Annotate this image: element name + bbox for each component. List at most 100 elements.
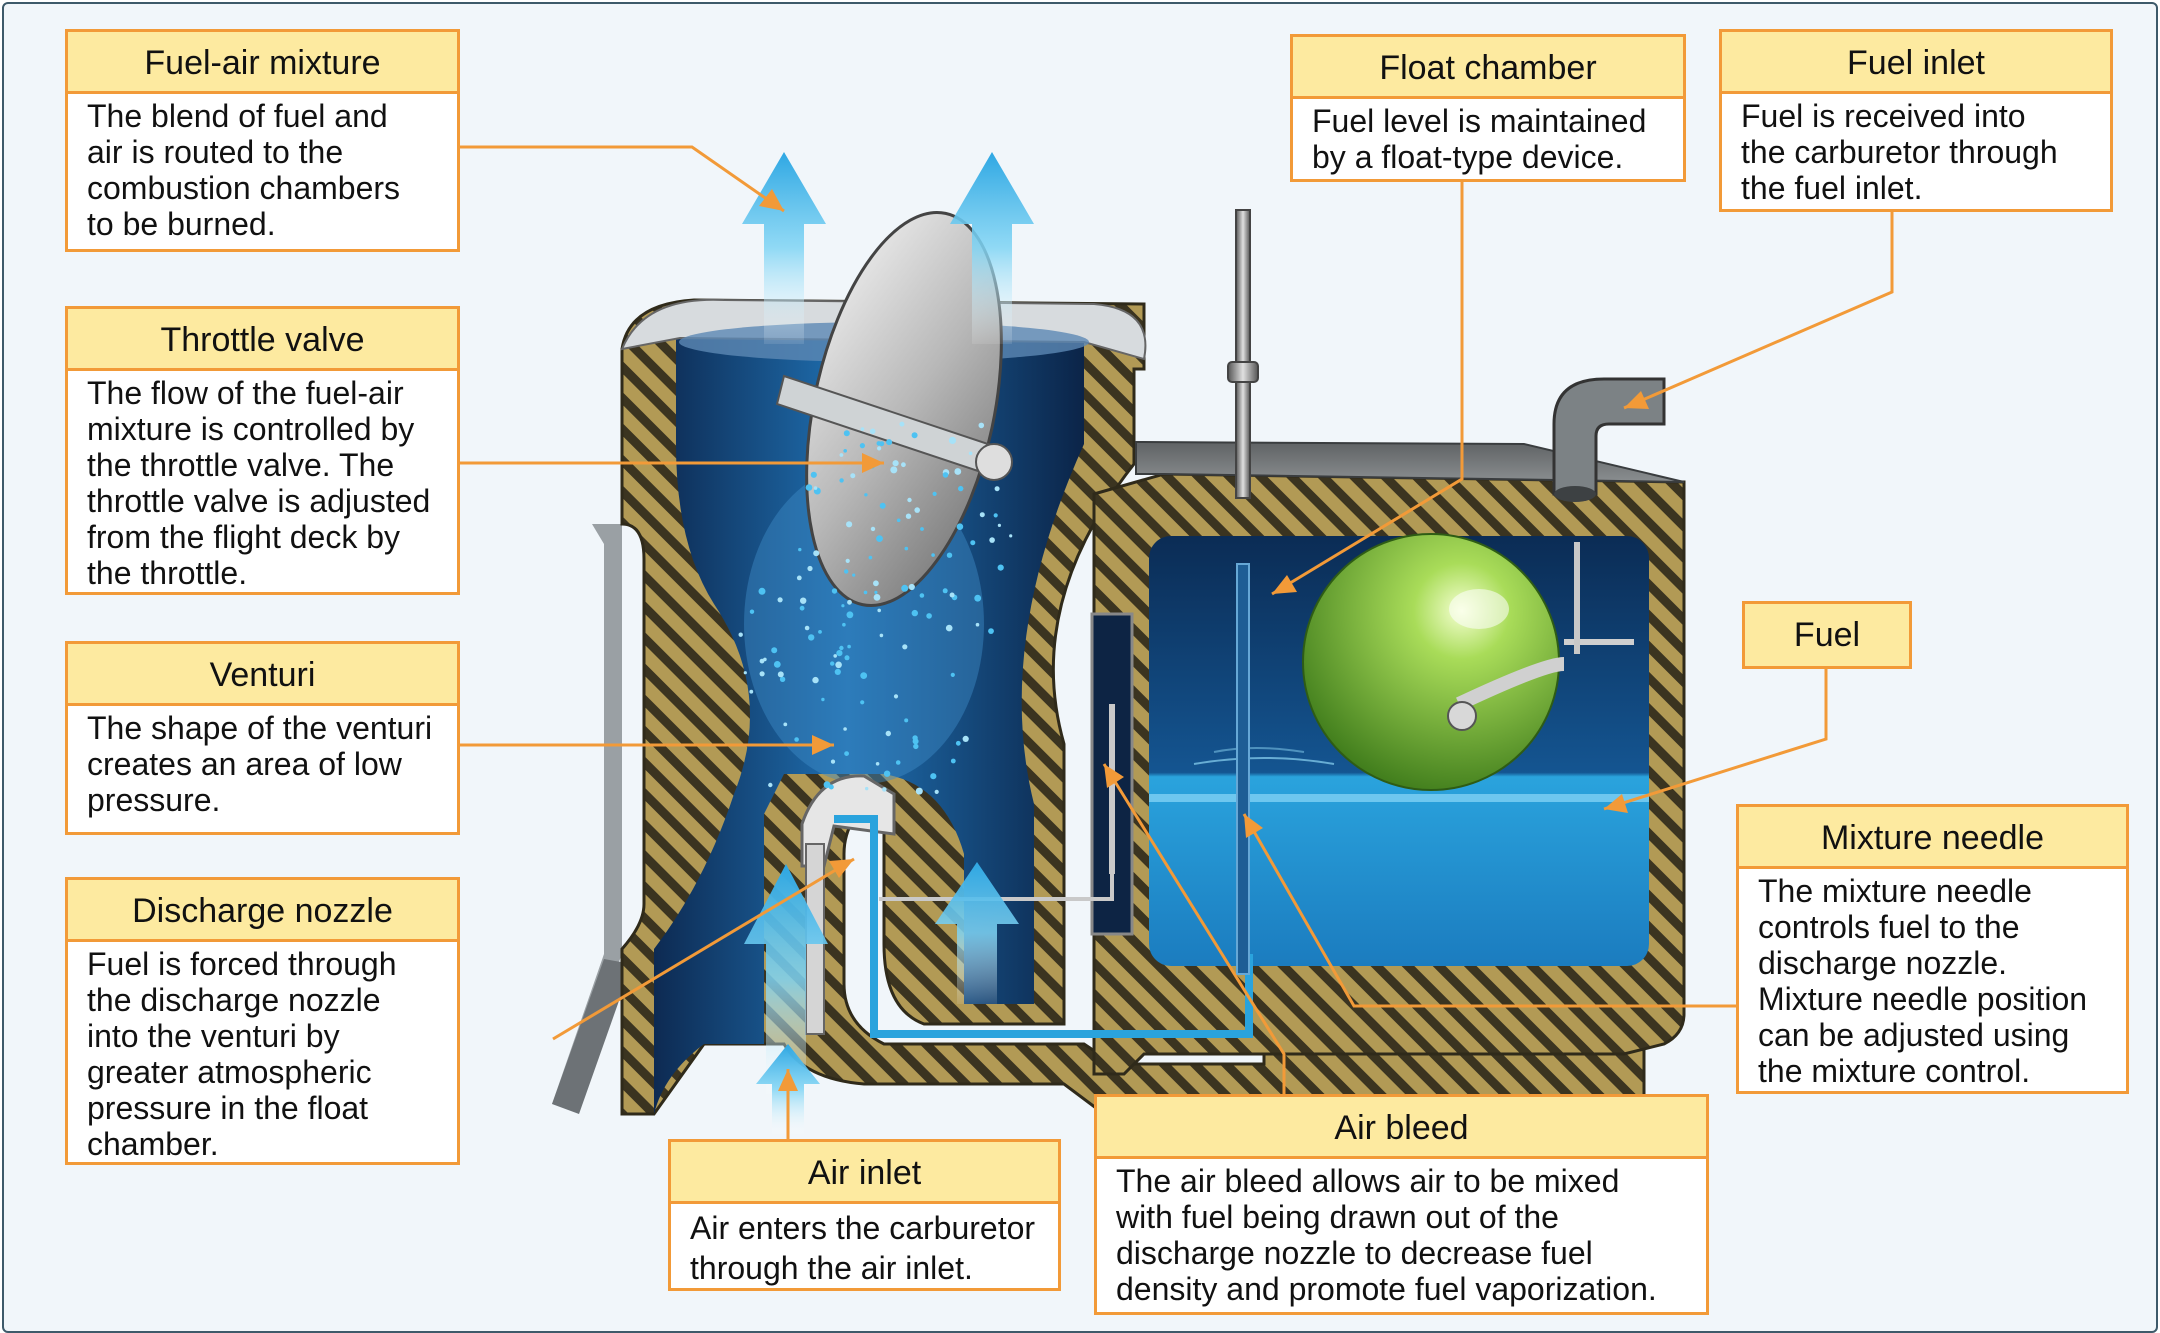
callout-line: Fuel is received into (1741, 98, 2026, 134)
fuel-droplet (890, 466, 898, 474)
fuel-droplet (911, 609, 918, 617)
fuel-droplet (779, 676, 786, 682)
fuel-droplet (844, 655, 850, 661)
callout-air-bleed: Air bleed The air bleed allows air to be… (1094, 1094, 1709, 1315)
callout-line: The air bleed allows air to be mixed (1116, 1163, 1620, 1199)
fuel-droplet (839, 478, 844, 483)
callout-line: the throttle. (87, 555, 248, 591)
callout-title: Fuel (1745, 604, 1909, 666)
fuel-droplet (771, 647, 778, 654)
callout-title: Venturi (68, 644, 457, 706)
carburetor-illustration (460, 145, 1894, 1139)
fuel-droplet (892, 460, 899, 467)
fuel-droplet (777, 597, 783, 603)
fuel-droplet (911, 432, 918, 439)
fuel-droplet (883, 770, 891, 777)
fuel-droplet (950, 672, 955, 678)
callout-description: The blend of fuel and air is routed to t… (68, 94, 457, 248)
fuel-droplet (931, 553, 935, 557)
fuel-droplet (743, 671, 747, 675)
arrowhead (862, 453, 884, 473)
fuel-droplet (919, 593, 925, 598)
callout-air-inlet: Air inlet Air enters the carburetor thro… (668, 1139, 1061, 1291)
fuel-droplet (974, 594, 982, 602)
callout-line: The flow of the fuel-air (87, 375, 404, 411)
fuel-droplet (997, 523, 1002, 528)
fuel-droplet (915, 787, 923, 795)
fuel-ripple (1213, 747, 1305, 753)
fuel-droplet (904, 546, 909, 551)
callout-line: throttle valve is adjusted (87, 483, 431, 519)
callout-line: can be adjusted using (1758, 1017, 2070, 1053)
fuel-droplet (896, 518, 901, 523)
fuel-droplet (823, 781, 831, 789)
fuel-droplet (905, 513, 912, 519)
fuel-droplet (904, 718, 909, 723)
callout-title: Discharge nozzle (68, 880, 457, 942)
fuel-droplet (830, 759, 836, 764)
leader-fuel (1603, 669, 1828, 811)
body-flange (552, 524, 632, 1114)
fuel-droplet (913, 743, 919, 750)
fuel-droplet (942, 588, 948, 594)
leader-fuel-air-mixture (460, 145, 785, 213)
fuel-droplet (994, 486, 1000, 492)
fuel-droplet (962, 735, 969, 743)
fuel-droplet (839, 645, 844, 651)
fuel-droplet (876, 441, 882, 446)
fuel-droplet (777, 671, 784, 678)
fuel-droplet (845, 558, 850, 564)
fuel-droplet (877, 608, 881, 613)
callout-line: discharge nozzle. (1758, 945, 2008, 981)
float-chamber-top (1135, 440, 1685, 483)
arrowhead (829, 859, 854, 878)
airflow-arrows (742, 152, 1034, 1134)
fuel-droplet (773, 661, 781, 668)
fuel-droplet (812, 676, 819, 684)
fuel-droplet (876, 535, 883, 542)
fuel-droplet (958, 485, 964, 492)
callout-throttle-valve: Throttle valve The flow of the fuel-air … (65, 306, 460, 595)
fuel-surface (1149, 794, 1649, 802)
fuel-droplet (749, 609, 755, 614)
fuel-droplet (768, 782, 773, 788)
fuel-droplet (945, 624, 953, 632)
fuel-droplet (860, 672, 868, 679)
fuel-droplet (839, 453, 844, 457)
arrowhead (1272, 575, 1297, 594)
callout-title: Air inlet (671, 1142, 1058, 1204)
arrowhead (1104, 764, 1124, 788)
fuel-droplet (934, 789, 939, 795)
callout-line: pressure. (87, 782, 221, 818)
fuel-droplet (1009, 534, 1013, 538)
callout-description: Fuel is forced through the discharge noz… (68, 942, 457, 1168)
fuel-droplet (968, 451, 973, 456)
leader-arrowheads (759, 189, 1649, 1091)
fuel-droplet (950, 758, 956, 764)
callout-float-chamber: Float chamber Fuel level is maintained b… (1290, 34, 1686, 182)
fuel-ripple (1193, 757, 1335, 765)
fuel-droplet (799, 605, 805, 611)
fuel-droplet (869, 428, 876, 435)
fuel-droplet (879, 502, 886, 509)
fuel-droplet (830, 661, 835, 666)
fuel-droplet (860, 427, 865, 431)
callout-line: by a float-type device. (1312, 139, 1624, 175)
fuel-droplets (738, 421, 1013, 795)
fuel-droplet (907, 497, 912, 503)
callout-fuel-inlet: Fuel inlet Fuel is received into the car… (1719, 29, 2113, 212)
discharge-nozzle (800, 774, 896, 1035)
callout-line: chamber. (87, 1126, 219, 1162)
fuel-droplet (942, 472, 949, 478)
callout-line: creates an area of low (87, 746, 402, 782)
callout-line: the mixture control. (1758, 1053, 2031, 1089)
fuel-droplet (920, 527, 924, 531)
fuel-droplet (901, 584, 909, 592)
callout-line: the discharge nozzle (87, 982, 381, 1018)
fuel-droplet (908, 583, 915, 591)
callout-mixture-needle: Mixture needle The mixture needle contro… (1736, 804, 2129, 1094)
callout-discharge-nozzle: Discharge nozzle Fuel is forced through … (65, 877, 460, 1165)
float-arm (1447, 542, 1634, 731)
callout-line: from the flight deck by (87, 519, 401, 555)
